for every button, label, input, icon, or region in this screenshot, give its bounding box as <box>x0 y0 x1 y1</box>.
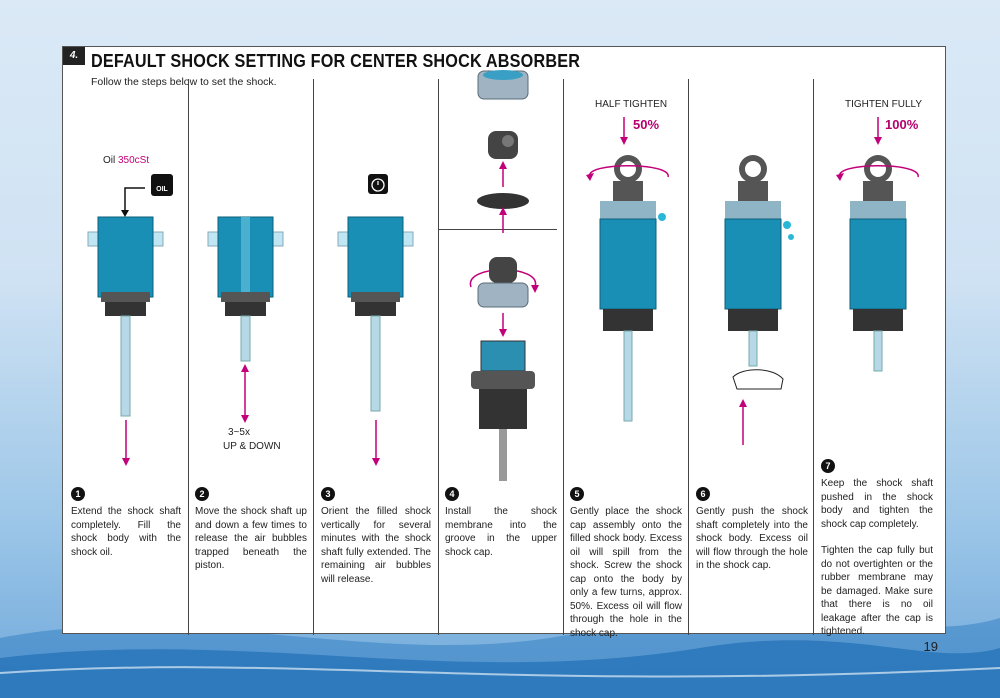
section-subtitle: Follow the steps below to set the shock. <box>91 76 277 88</box>
shock-illustration-7 <box>836 117 919 372</box>
shock-illustration-1: OIL <box>87 174 173 466</box>
step-text: Orient the filled shock vertically for s… <box>321 506 431 585</box>
step-number: 7 <box>821 459 835 473</box>
column-divider <box>563 79 564 635</box>
shock-illustration-6 <box>724 155 794 445</box>
half-percent: 50% <box>633 117 660 132</box>
step-6: 6 Gently push the shock shaft completely… <box>696 487 808 573</box>
step4-divider <box>439 229 557 230</box>
step-text: Keep the shock shaft pushed in the shock… <box>821 478 933 530</box>
background-wave <box>0 613 1000 698</box>
shock-illustration-2 <box>207 216 284 423</box>
column-divider <box>313 79 314 635</box>
step-1: 1 Extend the shock shaft completely. Fil… <box>71 487 181 559</box>
column-divider <box>813 79 814 635</box>
updown-count: 3~5x <box>228 427 250 438</box>
step-4: 4 Install the shock membrane into the gr… <box>445 487 557 559</box>
step-number: 6 <box>696 487 710 501</box>
step-text: Extend the shock shaft completely. Fill … <box>71 506 181 558</box>
step-text: Gently place the shock cap assembly onto… <box>570 506 682 639</box>
oil-weight: 350cSt <box>118 155 150 166</box>
section-number: 4. <box>63 47 85 65</box>
step-5: 5 Gently place the shock cap assembly on… <box>570 487 682 640</box>
section-title: DEFAULT SHOCK SETTING FOR CENTER SHOCK A… <box>91 51 581 71</box>
updown-label: UP & DOWN <box>223 441 281 452</box>
step-2: 2 Move the shock shaft up and down a few… <box>195 487 307 573</box>
step-number: 3 <box>321 487 335 501</box>
oil-label: Oil 350cSt <box>103 155 150 166</box>
step-text-note: Tighten the cap fully but do not overtig… <box>821 545 933 637</box>
step-7: 7 Keep the shock shaft pushed in the sho… <box>821 459 933 639</box>
oil-bottle-icon <box>151 174 173 196</box>
step-3: 3 Orient the filled shock vertically for… <box>321 487 431 586</box>
finger-icon <box>732 369 784 390</box>
step-number: 2 <box>195 487 209 501</box>
column-divider <box>688 79 689 635</box>
column-divider <box>438 79 439 635</box>
shock-illustration-5 <box>586 117 669 422</box>
svg-text:OIL: OIL <box>156 186 168 193</box>
half-tighten-label: HALF TIGHTEN <box>595 99 668 110</box>
step-number: 5 <box>570 487 584 501</box>
shock-illustration-4 <box>469 70 539 481</box>
shock-illustration-3 <box>337 174 414 466</box>
manual-page: 4. DEFAULT SHOCK SETTING FOR CENTER SHOC… <box>62 46 946 639</box>
step-number: 1 <box>71 487 85 501</box>
tighten-fully-label: TIGHTEN FULLY <box>845 99 923 110</box>
step-text: Install the shock membrane into the groo… <box>445 506 557 558</box>
step-text: Gently push the shock shaft completely i… <box>696 506 808 571</box>
full-percent: 100% <box>885 117 919 132</box>
step-text: Move the shock shaft up and down a few t… <box>195 506 307 571</box>
column-divider <box>188 79 189 635</box>
page-number: 19 <box>923 639 938 654</box>
step-number: 4 <box>445 487 459 501</box>
